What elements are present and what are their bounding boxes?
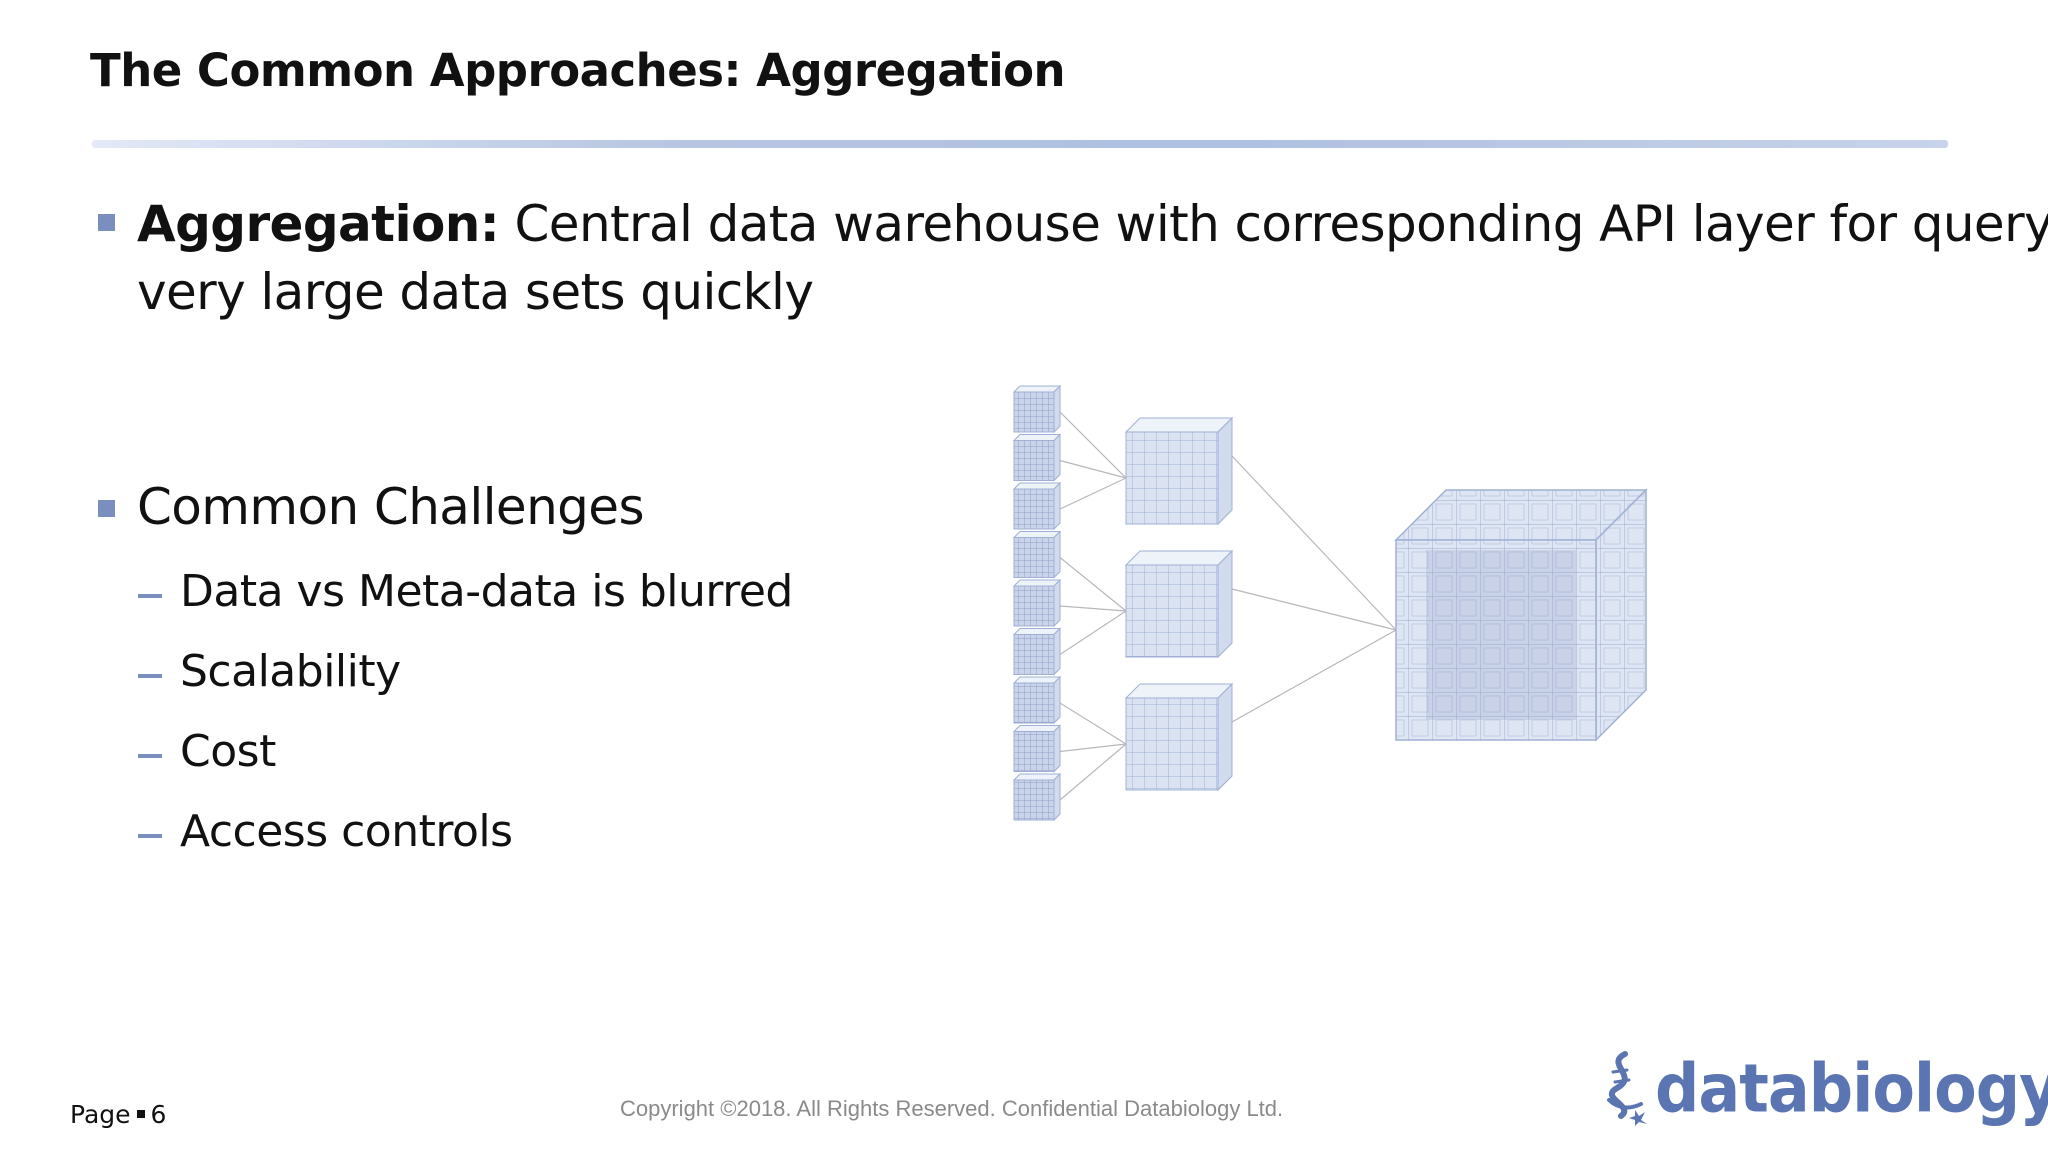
- dash-marker: [138, 754, 162, 758]
- challenge-item: Data vs Meta-data is blurred: [180, 566, 793, 617]
- aggregation-bullet-line2: very large data sets quickly: [137, 263, 814, 321]
- title-divider: [92, 140, 1948, 148]
- challenges-heading: Common Challenges: [137, 478, 645, 536]
- challenge-item: Cost: [180, 726, 276, 777]
- medium-data-cube: [1124, 549, 1234, 659]
- company-logo: databiology: [1595, 1048, 2048, 1128]
- aggregation-term: Aggregation:: [137, 195, 500, 253]
- page-indicator: Page 6: [70, 1100, 166, 1129]
- connector-line: [1059, 605, 1127, 612]
- bullet-marker: [98, 500, 115, 517]
- connector-line: [1231, 588, 1397, 631]
- connector-line: [1059, 557, 1127, 612]
- large-aggregated-cube: [1394, 488, 1648, 742]
- aggregation-cube-diagram: [1012, 384, 1648, 822]
- medium-data-cube: [1124, 416, 1234, 526]
- large-cube-body: [1394, 488, 1648, 742]
- slide-title: The Common Approaches: Aggregation: [90, 44, 1066, 97]
- aggregation-bullet: Aggregation: Central data warehouse with…: [137, 190, 2048, 326]
- connector-line: [1059, 702, 1127, 745]
- connector-line: [1059, 743, 1127, 801]
- dash-marker: [138, 594, 162, 598]
- connector-lines: [1059, 411, 1397, 801]
- dna-helix-icon: [1607, 1051, 1647, 1126]
- aggregation-description: Central data warehouse with correspondin…: [499, 195, 2048, 253]
- dash-marker: [138, 674, 162, 678]
- challenge-item: Scalability: [180, 646, 401, 697]
- medium-cube-column: [1124, 416, 1234, 792]
- small-data-cube: [1012, 433, 1062, 482]
- connector-line: [1231, 629, 1397, 723]
- copyright-notice: Copyright ©2018. All Rights Reserved. Co…: [620, 1096, 1284, 1121]
- small-data-cube: [1012, 530, 1062, 579]
- dash-marker: [138, 834, 162, 838]
- small-cube-column: [1012, 384, 1062, 822]
- challenge-item: Access controls: [180, 806, 513, 857]
- page-separator-icon: [136, 1110, 145, 1118]
- page-number: 6: [150, 1100, 167, 1129]
- bullet-marker: [98, 214, 115, 231]
- small-data-cube: [1012, 724, 1062, 773]
- page-label: Page: [70, 1100, 131, 1129]
- small-data-cube: [1012, 627, 1062, 676]
- small-data-cube: [1012, 675, 1062, 725]
- small-data-cube: [1012, 772, 1062, 822]
- small-data-cube: [1012, 481, 1062, 531]
- small-data-cube: [1012, 384, 1062, 434]
- logo-wordmark: databiology: [1655, 1048, 2048, 1128]
- small-data-cube: [1012, 578, 1062, 628]
- connector-line: [1059, 743, 1127, 753]
- connector-line: [1059, 610, 1127, 656]
- aggregation-bullet-line1: Aggregation: Central data warehouse with…: [137, 190, 2048, 258]
- medium-data-cube: [1124, 682, 1234, 792]
- connector-line: [1059, 459, 1127, 479]
- connector-line: [1059, 411, 1127, 479]
- connector-line: [1231, 455, 1397, 631]
- connector-line: [1059, 477, 1127, 510]
